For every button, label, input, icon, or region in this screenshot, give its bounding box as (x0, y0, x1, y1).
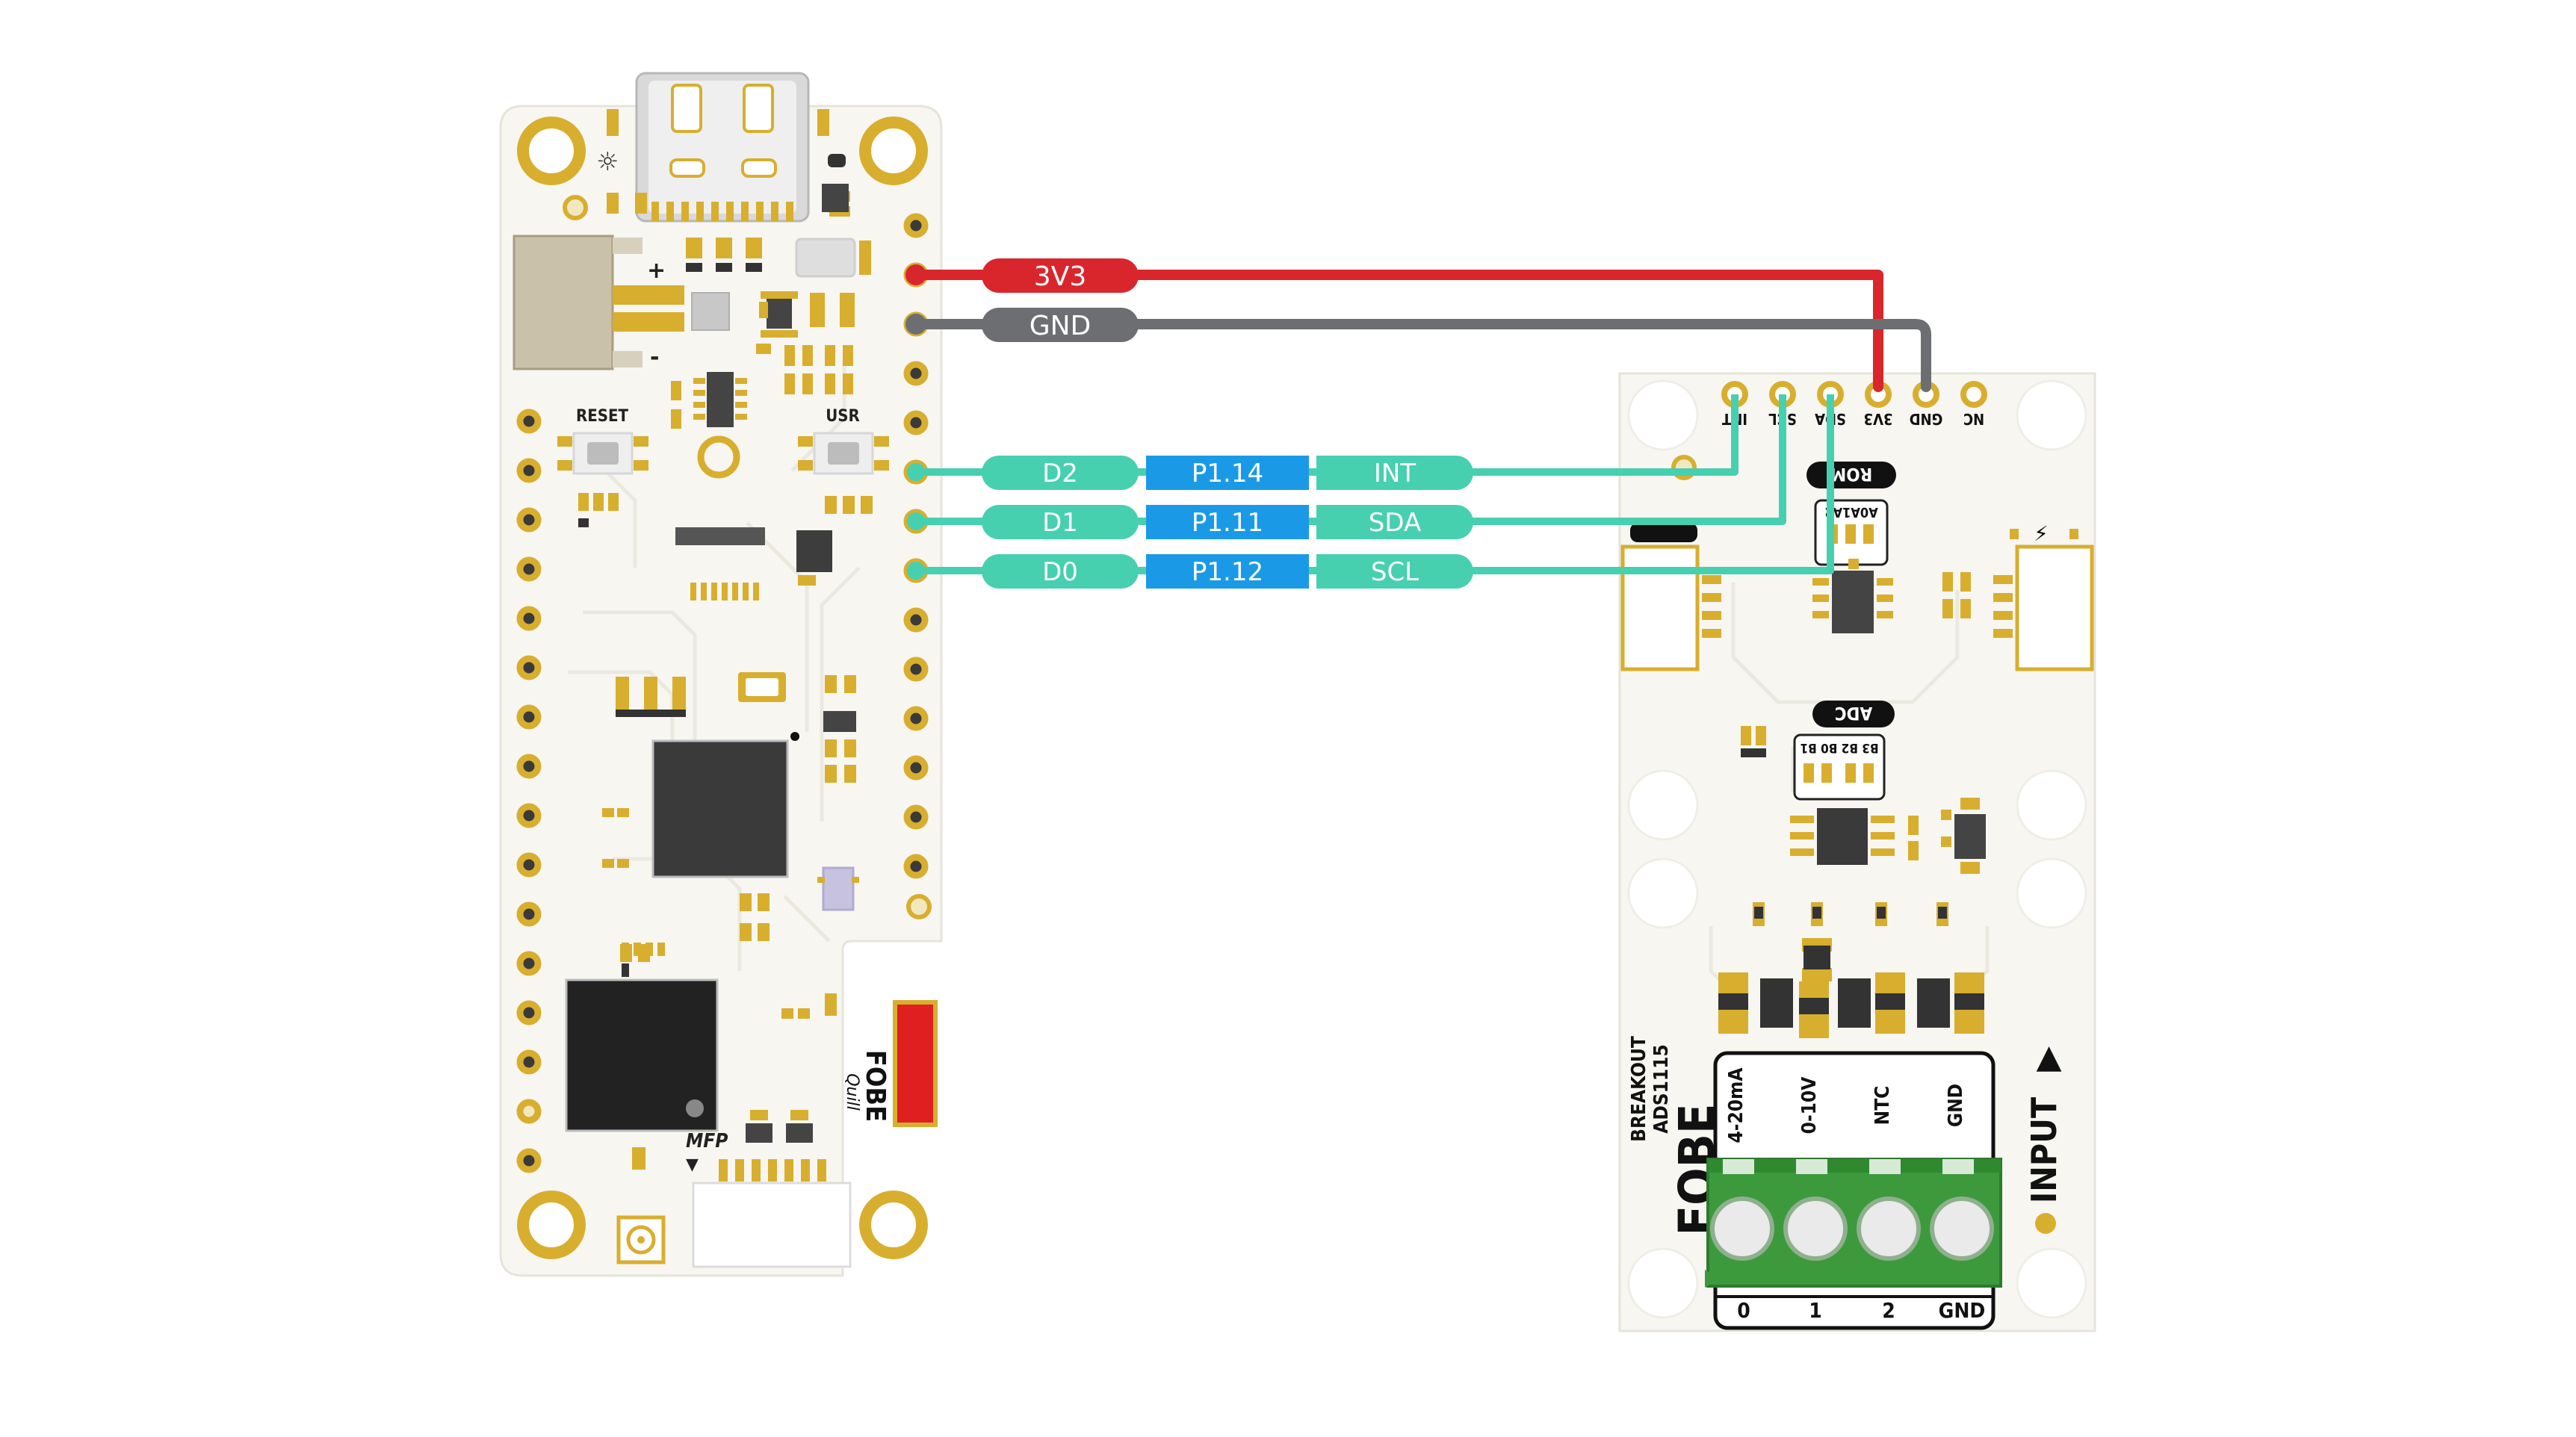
terminal-channel-label: 0 (1737, 1298, 1750, 1323)
signal-function-label: SCL (1371, 557, 1419, 587)
wire-3v3: 3V3 (905, 258, 1883, 392)
terminal-channel-label: 2 (1882, 1298, 1895, 1323)
wire-label: GND (1030, 311, 1092, 341)
ads1115-board: INT SCL SDA 3V3 GND NC ROM A0A1A2 (1618, 372, 2096, 1332)
adc-badge: ADC (1812, 701, 1895, 727)
wires: 3V3 GND D2 P1.14 INT (905, 258, 1931, 589)
battery-minus-label: - (650, 344, 659, 370)
reset-button[interactable]: RESET (557, 407, 648, 475)
wire-gnd: GND (905, 308, 1931, 392)
mcu-chip (651, 732, 799, 878)
terminal-channel-label: 1 (1809, 1298, 1822, 1323)
terminal-type-label: NTC (1871, 1086, 1894, 1126)
usb-c-connector (635, 72, 810, 223)
rom-badge: ROM (1806, 462, 1896, 488)
terminal-type-label: 4-20mA (1725, 1067, 1747, 1143)
left-header-pins (516, 409, 542, 1173)
svg-text:Quill: Quill (843, 1073, 861, 1111)
mfp-label: MFP (686, 1130, 728, 1152)
header-pin-label: GND (1910, 410, 1943, 428)
smd-row (671, 238, 871, 429)
svg-text:ROM: ROM (1830, 464, 1872, 485)
adc-chip (1790, 808, 1951, 865)
quill-brand: FOBE Quill (843, 1050, 891, 1122)
rom-address-label: A0A1A2 (1824, 504, 1877, 520)
terminal-type-label: 0-10V (1798, 1077, 1821, 1135)
signal-function-label: SDA (1369, 508, 1421, 538)
signal-port-label: P1.12 (1192, 557, 1263, 587)
quill-board: + - ☼ (499, 72, 943, 1277)
svg-text:FOBE: FOBE (860, 1050, 891, 1122)
battery-connector: + - (513, 235, 684, 370)
wire-sda: D1 P1.11 SDA (907, 394, 1786, 539)
signal-pin-label: D0 (1042, 557, 1078, 587)
bolt-icon: ⚡ (2034, 521, 2049, 546)
mounting-hole (517, 117, 928, 1259)
wire-label: 3V3 (1034, 261, 1086, 292)
wire-int: D2 P1.14 INT (907, 394, 1739, 490)
breakout-model: ADS1115 (1650, 1044, 1673, 1133)
signal-pin-label: D1 (1042, 508, 1078, 538)
signal-function-label: INT (1374, 459, 1416, 488)
header-pin-label: 3V3 (1864, 410, 1893, 428)
header-pin-label: NC (1963, 410, 1984, 428)
input-arrow-icon: ▶ (2028, 1046, 2066, 1072)
svg-text:RESET: RESET (576, 407, 629, 426)
battery-plus-label: + (647, 258, 666, 284)
flash-chip (565, 978, 719, 1132)
terminal-channel-label: GND (1939, 1298, 1986, 1323)
breakout-title: BREAKOUT (1628, 1036, 1650, 1142)
signal-port-label: P1.11 (1192, 508, 1263, 538)
terminal-type-label: GND (1945, 1084, 1967, 1127)
input-label: INPUT ▶ (2024, 1046, 2066, 1234)
adc-bits-label: B3 B2 B0 B1 (1800, 740, 1878, 755)
svg-text:ADC: ADC (1835, 703, 1872, 724)
signal-port-label: P1.14 (1192, 459, 1263, 488)
sun-icon: ☼ (596, 147, 619, 177)
antenna-connector (616, 1215, 666, 1264)
mfp-arrow-icon: ▼ (686, 1155, 699, 1174)
svg-text:USR: USR (826, 407, 860, 426)
signal-pin-label: D2 (1042, 459, 1078, 488)
svg-text:INPUT: INPUT (2024, 1096, 2064, 1203)
wire-scl: D0 P1.12 SCL (907, 394, 1834, 589)
terminal-block: 4-20mA 0-10V NTC GND 0 1 2 GND (1705, 1051, 2002, 1330)
usr-button[interactable]: USR (798, 407, 889, 475)
